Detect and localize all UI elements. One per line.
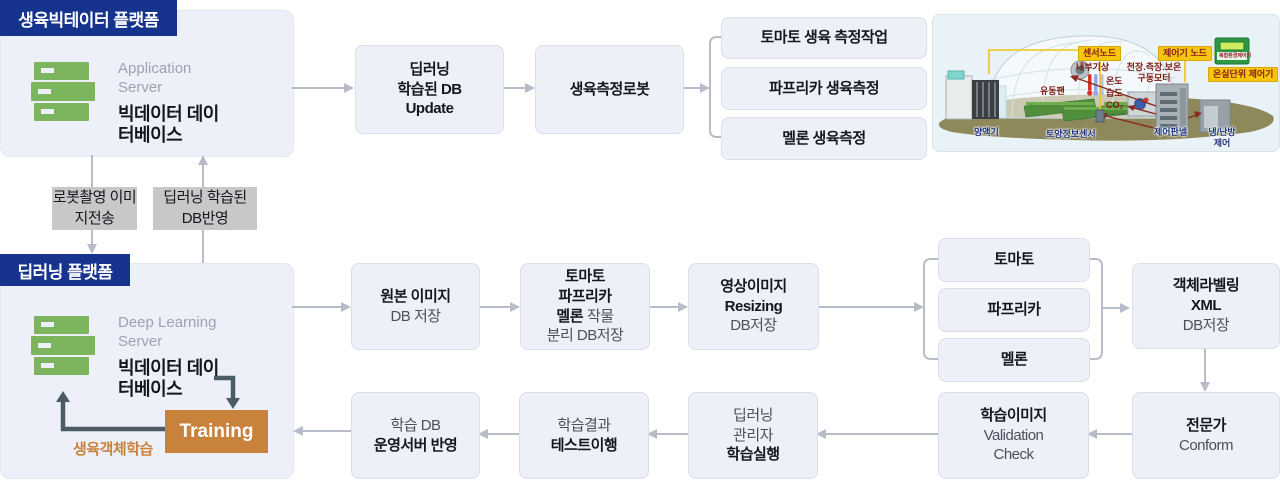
nutrient-label: 양액기 (974, 127, 999, 137)
crop-box-paprika: 파프리카 (938, 288, 1090, 332)
unit-controller-label: 온실단위 제어기 (1208, 67, 1279, 82)
training-note: 생육객체학습 (73, 441, 153, 458)
flow-box-deploy-db: 학습 DB 운영서버 반영 (351, 392, 480, 479)
control-panel-label: 제어판넬 (1154, 127, 1188, 137)
humidity-label: 습도 (1106, 88, 1123, 98)
temp-label: 온도 (1106, 76, 1123, 86)
flow-box-train-exec: 딥러닝 관리자 학습실행 (688, 392, 818, 479)
flow-box-expert-conform: 전문가 Conform (1132, 392, 1280, 479)
robot-capture-label: 로봇촬영 이미지전송 (52, 187, 137, 230)
motor-label: 천장.측장.보온 구동모터 (1126, 62, 1182, 83)
indoor-weather-label: 내부기상 (1076, 62, 1110, 72)
soil-sensor-label: 토양정보센서 (1046, 129, 1096, 139)
measure-task-tomato: 토마토 생육 측정작업 (721, 17, 927, 59)
flow-box-test-run: 학습결과 테스트이행 (519, 392, 649, 479)
big-data-platform-header: 생육빅테이터 플랫폼 (0, 0, 177, 36)
server-name-label: 빅데이터 데이터베이스 (118, 103, 219, 146)
sensor-node-label: 센서노드 (1078, 46, 1122, 61)
flow-box-resizing: 영상이미지 Resizing DB저장 (688, 263, 819, 350)
server-name-label: 빅데이터 데이터베이스 (118, 357, 219, 400)
crop-box-tomato: 토마토 (938, 238, 1090, 282)
flow-box-labeling-xml: 객체라벨링 XML DB저장 (1132, 263, 1280, 349)
server-type-label: Application Server (118, 60, 192, 96)
training-box: Training (165, 410, 268, 453)
measure-task-paprika: 파프리카 생육측정 (721, 67, 927, 110)
crop-box-melon: 멜론 (938, 338, 1090, 382)
device-label: 복합환경제어기 (1219, 53, 1252, 59)
fan-label: 유동팬 (1040, 86, 1065, 96)
deep-learning-platform-title: 딥러닝 플랫폼 (17, 262, 113, 282)
server-icon (31, 62, 95, 121)
measure-task-melon: 멜론 생육측정 (721, 117, 927, 160)
db-reflect-label: 딥러닝 학습된 DB반영 (153, 187, 257, 230)
big-data-platform-title: 생육빅테이터 플랫폼 (18, 10, 159, 30)
flow-box-original-image: 원본 이미지 DB 저장 (351, 263, 480, 350)
flow-box-growth-robot: 생육측정로봇 (535, 45, 684, 134)
controller-node-label: 제어기 노드 (1158, 46, 1212, 61)
flow-box-db-update: 딥러닝 학습된 DB Update (355, 45, 504, 134)
co2-label: CO₂ (1106, 100, 1124, 110)
deep-learning-platform-header: 딥러닝 플랫폼 (0, 254, 130, 286)
greenhouse-illustration: 센서노드 제어기 노드 온실단위 제어기 복합환경제어기 내부기상 천장.측장.… (932, 14, 1280, 152)
flow-box-validation-check: 학습이미지 Validation Check (938, 392, 1089, 479)
server-icon (31, 316, 95, 375)
server-type-label: Deep Learning Server (118, 314, 217, 350)
hvac-label: 냉/난방 제어 (1208, 127, 1236, 148)
